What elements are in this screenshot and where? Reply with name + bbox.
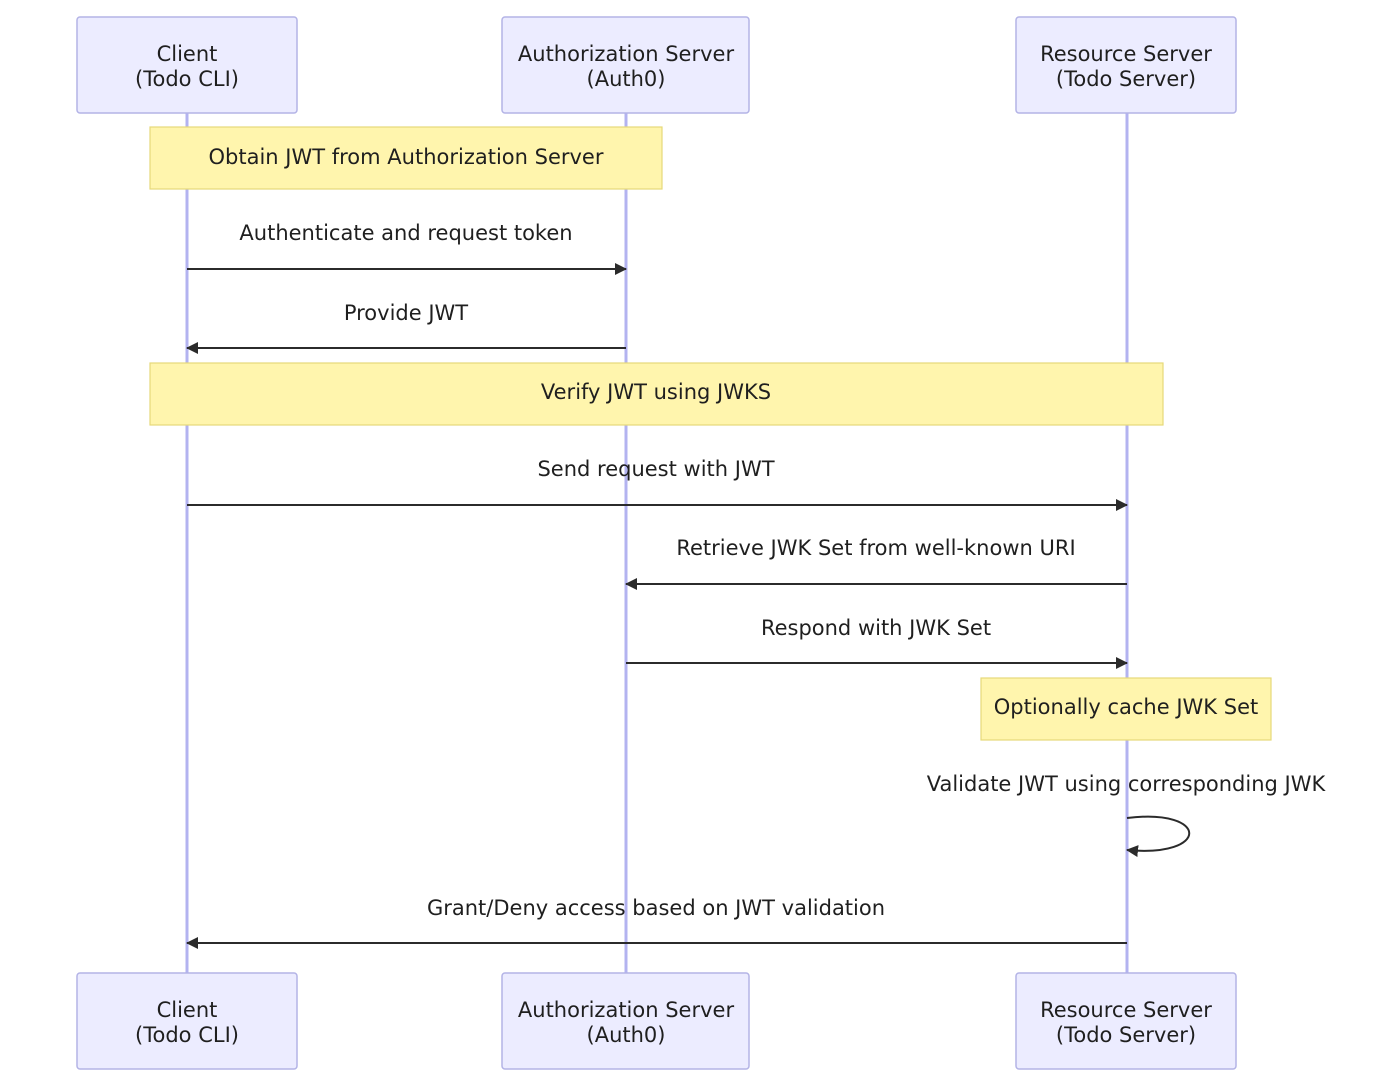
message-provide-jwt: Provide JWT	[186, 301, 626, 354]
participant-authorization-server-top: Authorization Server (Auth0)	[501, 16, 750, 114]
message-label: Provide JWT	[344, 301, 468, 325]
message-send-request: Send request with JWT	[187, 457, 1128, 511]
note-obtain-jwt: Obtain JWT from Authorization Server	[149, 126, 663, 190]
message-label: Authenticate and request token	[239, 221, 572, 245]
note-text: Optionally cache JWK Set	[994, 695, 1258, 719]
message-respond-jwk: Respond with JWK Set	[626, 616, 1128, 669]
message-label: Retrieve JWK Set from well-known URI	[676, 536, 1075, 560]
message-label: Validate JWT using corresponding JWK	[927, 772, 1327, 796]
participant-name: Authorization Server	[518, 998, 735, 1022]
note-text: Obtain JWT from Authorization Server	[209, 145, 604, 169]
self-loop-arrow	[1126, 815, 1190, 858]
participant-client-top: Client (Todo CLI)	[76, 16, 298, 114]
participant-name: Resource Server	[1040, 42, 1212, 66]
participant-subtitle: (Auth0)	[587, 1023, 666, 1047]
message-label: Grant/Deny access based on JWT validatio…	[427, 896, 885, 920]
message-authenticate: Authenticate and request token	[187, 221, 627, 275]
note-text: Verify JWT using JWKS	[541, 380, 771, 404]
participant-subtitle: (Todo CLI)	[135, 67, 239, 91]
message-validate-jwt: Validate JWT using corresponding JWK	[927, 772, 1327, 858]
participant-subtitle: (Todo Server)	[1056, 1023, 1196, 1047]
note-verify-jwt: Verify JWT using JWKS	[149, 362, 1164, 426]
participant-client-bottom: Client (Todo CLI)	[76, 972, 298, 1070]
participant-subtitle: (Todo Server)	[1056, 67, 1196, 91]
participant-name: Client	[157, 42, 218, 66]
participant-subtitle: (Todo CLI)	[135, 1023, 239, 1047]
message-label: Respond with JWK Set	[761, 616, 991, 640]
note-cache-jwk: Optionally cache JWK Set	[980, 677, 1272, 741]
participant-subtitle: (Auth0)	[587, 67, 666, 91]
participant-authorization-server-bottom: Authorization Server (Auth0)	[501, 972, 750, 1070]
participant-resource-server-bottom: Resource Server (Todo Server)	[1015, 972, 1237, 1070]
participant-name: Client	[157, 998, 218, 1022]
participant-name: Authorization Server	[518, 42, 735, 66]
participant-resource-server-top: Resource Server (Todo Server)	[1015, 16, 1237, 114]
message-label: Send request with JWT	[537, 457, 774, 481]
participant-name: Resource Server	[1040, 998, 1212, 1022]
message-grant-deny: Grant/Deny access based on JWT validatio…	[186, 896, 1127, 949]
message-retrieve-jwk: Retrieve JWK Set from well-known URI	[625, 536, 1127, 590]
